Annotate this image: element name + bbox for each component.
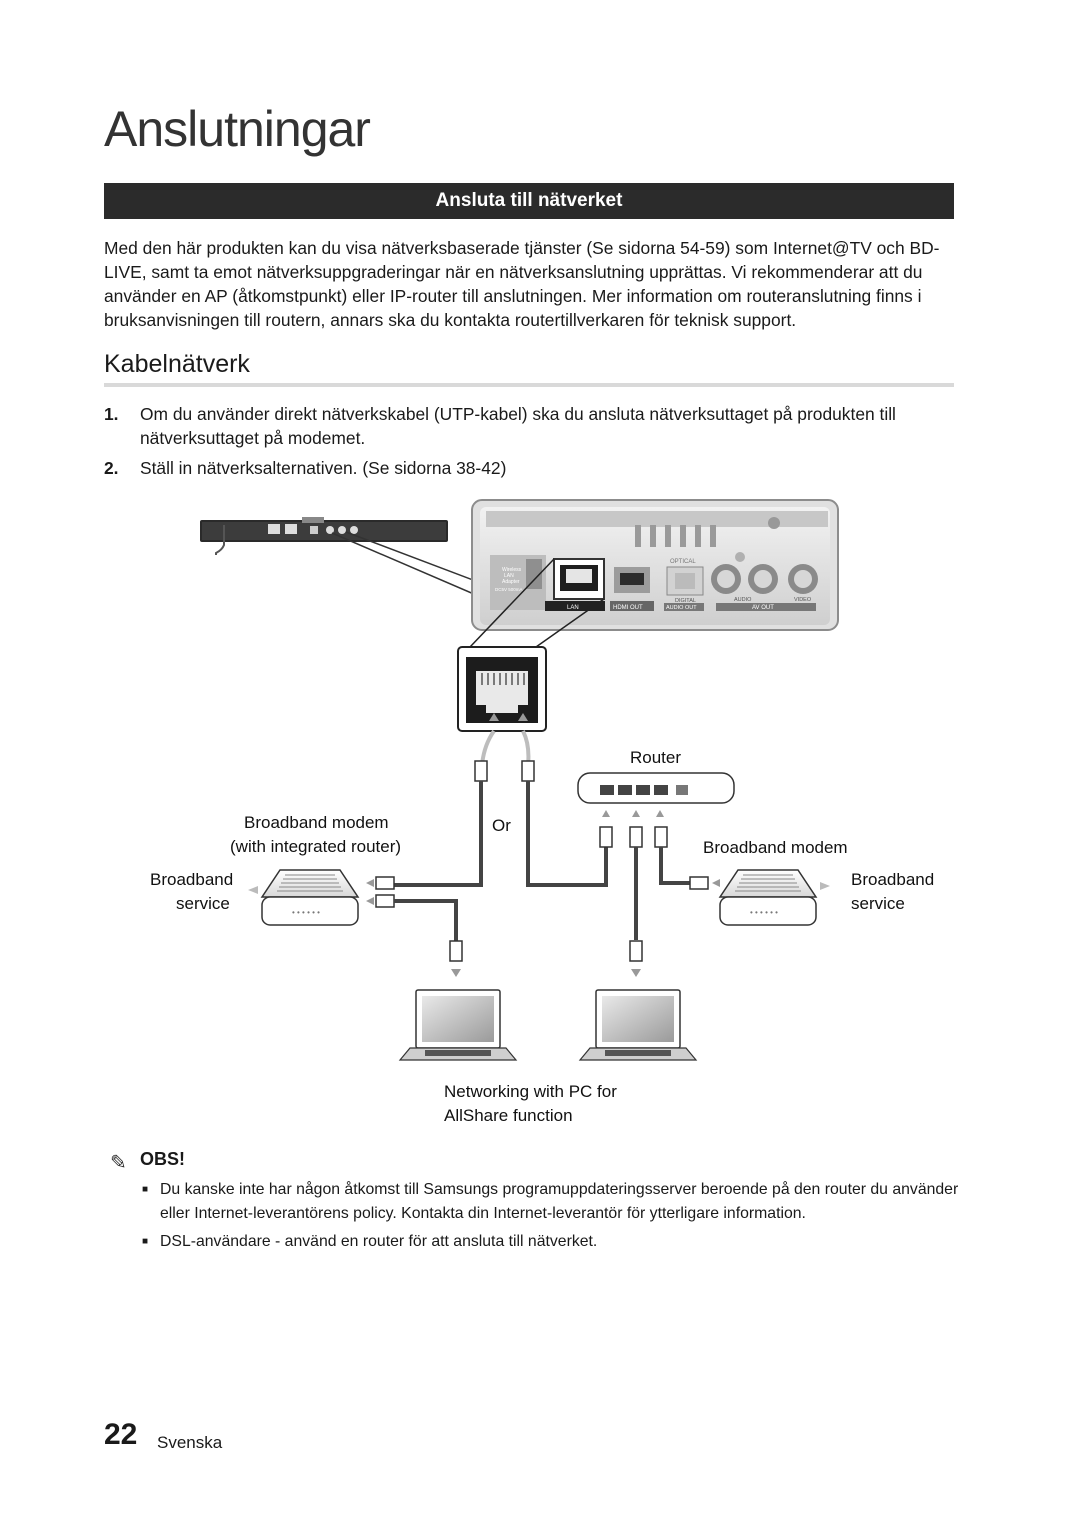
broadband-service-right-label-2: service — [851, 894, 905, 913]
broadband-modem-router-left: • • • • • • — [248, 869, 360, 926]
subheading: Kabelnätverk — [104, 350, 250, 378]
modem-integrated-label-2: (with integrated router) — [230, 837, 401, 856]
wireless-label: Wireless — [502, 567, 522, 573]
laptop-left — [398, 989, 518, 1061]
adapter-label: Adapter — [502, 579, 520, 585]
step-number: 2. — [104, 458, 119, 478]
step-text: Om du använder direkt nätverkskabel (UTP… — [140, 404, 896, 448]
section-heading: Ansluta till nätverket — [435, 190, 623, 211]
optical-label: OPTICAL — [670, 559, 696, 565]
broadband-service-left-label-1: Broadband — [150, 870, 233, 889]
rear-panel-closeup: Wireless LAN Adapter DC5V 500mA LAN HDMI… — [471, 499, 839, 631]
obs-title: OBS! — [140, 1149, 185, 1169]
broadband-service-right-label-1: Broadband — [851, 870, 934, 889]
player-rear-small — [200, 517, 511, 608]
audio-out-label: AUDIO OUT — [666, 605, 697, 611]
steps-list: 1. Om du använder direkt nätverkskabel (… — [104, 402, 964, 486]
obs-notes: ■ Du kanske inte har någon åtkomst till … — [142, 1178, 962, 1258]
page-title: Anslutningar — [104, 101, 371, 157]
broadband-modem-label: Broadband modem — [703, 838, 848, 857]
list-item: ■ Du kanske inte har någon åtkomst till … — [142, 1178, 962, 1226]
router — [577, 772, 735, 817]
digital-label: DIGITAL — [675, 598, 696, 604]
or-label: Or — [492, 816, 511, 835]
note-text: DSL-användare - använd en router för att… — [160, 1233, 598, 1250]
lan-port-large — [457, 646, 547, 732]
lan-port-label: LAN — [567, 605, 579, 611]
broadband-modem-right: • • • • • • — [718, 869, 830, 926]
broadband-service-left-label-2: service — [176, 894, 230, 913]
step-text: Ställ in nätverksalternativen. (Se sidor… — [140, 458, 507, 478]
bullet: ■ — [142, 1184, 149, 1195]
step-item: 1. Om du använder direkt nätverkskabel (… — [104, 402, 964, 450]
section-heading-bar: Ansluta till nätverket — [104, 183, 954, 219]
dc-label: DC5V 500mA — [495, 587, 523, 592]
page-number: 22 — [104, 1418, 138, 1451]
networking-label-1: Networking with PC for — [444, 1082, 617, 1101]
step-item: 2. Ställ in nätverksalternativen. (Se si… — [104, 456, 964, 480]
footer-language: Svenska — [157, 1433, 223, 1452]
video-label: VIDEO — [794, 597, 812, 603]
intro-paragraph: Med den här produkten kan du visa nätver… — [104, 238, 940, 330]
note-text: Du kanske inte har någon åtkomst till Sa… — [160, 1181, 959, 1222]
hdmi-out-label: HDMI OUT — [613, 605, 643, 611]
av-out-label: AV OUT — [752, 605, 774, 611]
subheading-rule — [104, 383, 954, 387]
step-number: 1. — [104, 404, 119, 424]
svg-text:• • • • • •: • • • • • • — [750, 908, 778, 917]
svg-text:• • • • • •: • • • • • • — [292, 908, 320, 917]
bullet: ■ — [142, 1236, 149, 1247]
router-label: Router — [630, 748, 681, 767]
networking-label-2: AllShare function — [444, 1106, 573, 1125]
laptop-right — [578, 989, 698, 1061]
pencil-icon: ✎ — [110, 1152, 127, 1174]
wireless-lan-label: LAN — [504, 573, 514, 579]
network-diagram: Wireless LAN Adapter DC5V 500mA LAN HDMI… — [150, 499, 934, 1125]
audio-label: AUDIO — [734, 597, 752, 603]
list-item: ■ DSL-användare - använd en router för a… — [142, 1230, 962, 1254]
modem-integrated-label-1: Broadband modem — [244, 813, 389, 832]
